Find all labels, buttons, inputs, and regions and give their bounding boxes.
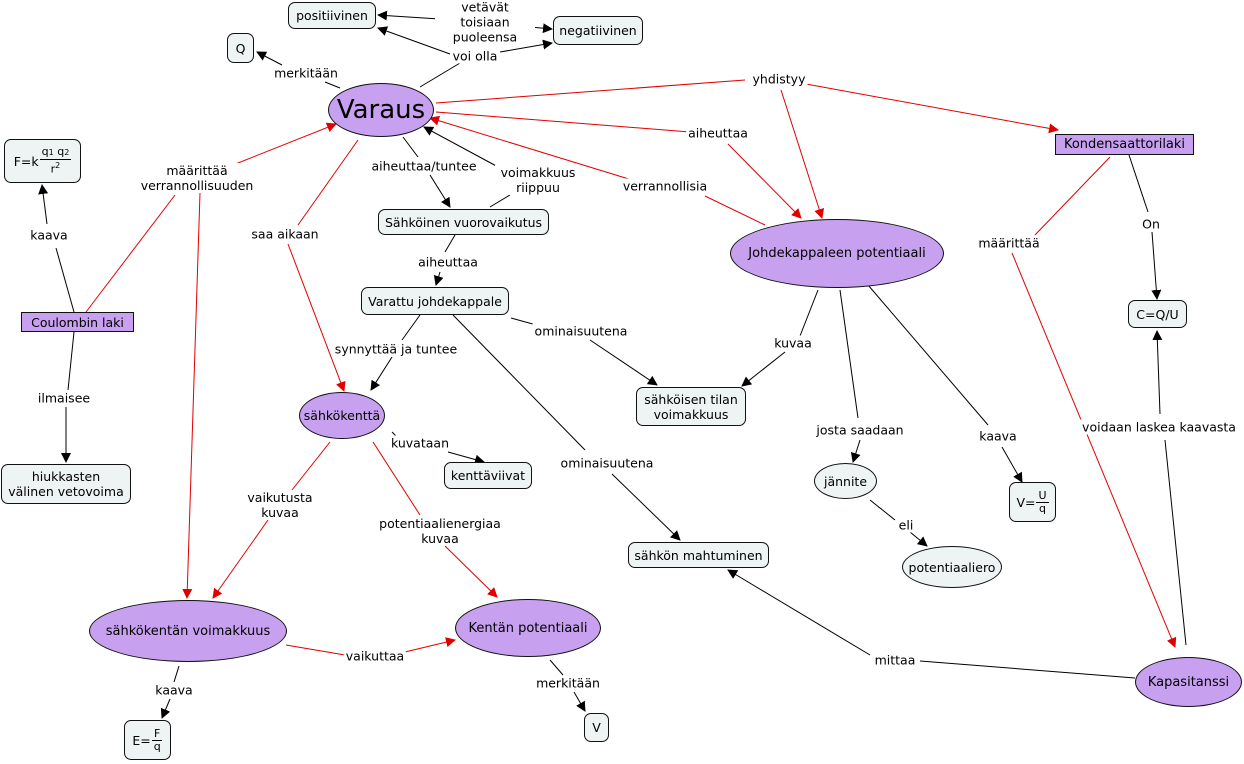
- link-label-voimakkuus-riippuu: voimakkuus riippuu: [495, 165, 581, 195]
- link-label-vaikuttaa: vaikuttaa: [343, 648, 407, 664]
- node-kenttaviivat[interactable]: kenttäviivat: [444, 462, 532, 489]
- link-label-aiheuttaa-varattu: aiheuttaa: [416, 254, 480, 270]
- link-label-merkitaan-q: merkitään: [272, 65, 340, 81]
- node-kapasitanssi[interactable]: Kapasitanssi: [1135, 657, 1242, 707]
- node-label: Johdekappaleen potentiaali: [748, 246, 926, 261]
- node-coulomb-formula[interactable]: F=k q1 q2 r2: [4, 139, 81, 183]
- node-sahkokentta[interactable]: sähkökenttä: [299, 392, 385, 439]
- node-label: V: [592, 720, 601, 735]
- node-label: sähkökenttä: [303, 408, 381, 423]
- formula-den-sup: 2: [55, 161, 61, 171]
- node-q[interactable]: Q: [227, 33, 254, 63]
- link-label-verrannollisia: verrannollisia: [620, 178, 710, 194]
- node-label: sähkön mahtuminen: [634, 547, 763, 563]
- link-label-ominaisuutena-2: ominaisuutena: [558, 455, 656, 471]
- link-label-eli: eli: [896, 517, 916, 533]
- node-label: Sähköinen vuorovaikutus: [384, 214, 543, 230]
- node-johdekappaleen-potentiaali[interactable]: Johdekappaleen potentiaali: [730, 219, 944, 288]
- link-label-ominaisuutena-1: ominaisuutena: [532, 323, 630, 339]
- link-label-kuvaa: kuvaa: [772, 335, 814, 351]
- formula-num-a: q: [41, 145, 49, 159]
- formula-num: U: [1036, 488, 1049, 503]
- node-label: potentiaaliero: [908, 559, 996, 575]
- node-coulombin-laki[interactable]: Coulombin laki: [21, 312, 134, 332]
- node-label: positiivinen: [296, 8, 368, 23]
- formula-prefix: V=: [1016, 494, 1036, 510]
- formula-num-a-sub: 1: [48, 148, 54, 158]
- node-label: Q: [235, 40, 246, 56]
- node-v[interactable]: V: [584, 713, 609, 742]
- link-label-josta-saadaan: josta saadaan: [814, 422, 906, 438]
- link-label-vaikutusta-kuvaa: vaikutusta kuvaa: [243, 490, 317, 520]
- link-label-merkitaan-v: merkitään: [534, 675, 602, 691]
- node-potentiaaliero[interactable]: potentiaaliero: [902, 546, 1002, 588]
- node-label: Varattu johdekappale: [368, 293, 502, 309]
- formula-num-b: q: [57, 145, 65, 159]
- node-label: sähköisen tilan voimakkuus: [644, 391, 738, 422]
- node-label: Kentän potentiaali: [468, 620, 588, 636]
- formula-den: q: [153, 739, 161, 753]
- link-label-on: On: [1140, 216, 1162, 232]
- link-label-synnyttaa: synnyttää ja tuntee: [332, 341, 460, 357]
- node-c-formula[interactable]: C=Q/U: [1128, 300, 1187, 328]
- link-label-vetavat: vetävät toisiaan puoleensa: [435, 0, 535, 45]
- link-label-voi-olla: voi olla: [450, 48, 500, 64]
- formula-fraction: q1 q2 r2: [39, 145, 72, 176]
- link-label-maarittaa-verr: määrittää verrannollisuuden: [135, 163, 259, 193]
- node-label: Varaus: [336, 94, 426, 125]
- link-label-aiheuttaa-johde: aiheuttaa: [686, 125, 750, 141]
- formula-den: r: [50, 162, 56, 176]
- node-sahkoisen-tilan[interactable]: sähköisen tilan voimakkuus: [636, 387, 746, 426]
- node-label: kenttäviivat: [450, 468, 526, 483]
- node-sahkon-mahtuminen[interactable]: sähkön mahtuminen: [628, 542, 769, 568]
- link-label-yhdistyy: yhdistyy: [750, 71, 808, 87]
- node-varattu-johdekappale[interactable]: Varattu johdekappale: [361, 287, 509, 315]
- link-label-maarittaa: määrittää: [976, 235, 1042, 251]
- node-kondensaattorilaki[interactable]: Kondensaattorilaki: [1055, 134, 1194, 155]
- link-label-saa-aikaan: saa aikaan: [249, 226, 321, 242]
- node-label: jännite: [823, 473, 868, 489]
- node-sahkokentan-voimakkuus[interactable]: sähkökentän voimakkuus: [89, 600, 287, 662]
- link-label-ilmaisee: ilmaisee: [35, 390, 93, 406]
- link-label-kuvataan: kuvataan: [389, 435, 451, 451]
- link-label-kaava-e: kaava: [153, 682, 195, 698]
- formula-prefix: F=k: [13, 153, 39, 169]
- node-negatiivinen[interactable]: negatiivinen: [553, 16, 643, 45]
- node-varaus[interactable]: Varaus: [328, 83, 434, 137]
- formula-num: F: [152, 726, 163, 741]
- node-label: Coulombin laki: [31, 314, 124, 330]
- node-label: Kondensaattorilaki: [1063, 137, 1186, 152]
- link-label-aiheuttaa-tuntee: aiheuttaa/tuntee: [369, 158, 479, 174]
- node-positiivinen[interactable]: positiivinen: [288, 2, 376, 29]
- node-hiukkasten[interactable]: hiukkasten välinen vetovoima: [1, 464, 131, 504]
- node-label: C=Q/U: [1136, 306, 1179, 322]
- node-label: Kapasitanssi: [1147, 674, 1230, 690]
- node-kentan-potentiaali[interactable]: Kentän potentiaali: [455, 599, 601, 657]
- node-label: hiukkasten välinen vetovoima: [8, 469, 124, 499]
- node-jannite[interactable]: jännite: [814, 463, 877, 499]
- formula-den: q: [1039, 501, 1046, 515]
- link-label-mittaa: mittaa: [872, 652, 918, 668]
- link-label-kaava-coulomb: kaava: [28, 227, 70, 243]
- formula-prefix: E=: [132, 732, 151, 748]
- link-label-voidaan-laskea: voidaan laskea kaavasta: [1080, 419, 1238, 435]
- formula-num-b-sub: 2: [64, 148, 70, 158]
- node-label: sähkökentän voimakkuus: [105, 623, 271, 639]
- node-label: negatiivinen: [559, 23, 637, 38]
- link-label-potentiaalienergiaa-kuvaa: potentiaalienergiaa kuvaa: [376, 516, 504, 546]
- node-sahkoinen-vuorovaikutus[interactable]: Sähköinen vuorovaikutus: [378, 209, 549, 235]
- link-label-kaava-v: kaava: [977, 428, 1019, 444]
